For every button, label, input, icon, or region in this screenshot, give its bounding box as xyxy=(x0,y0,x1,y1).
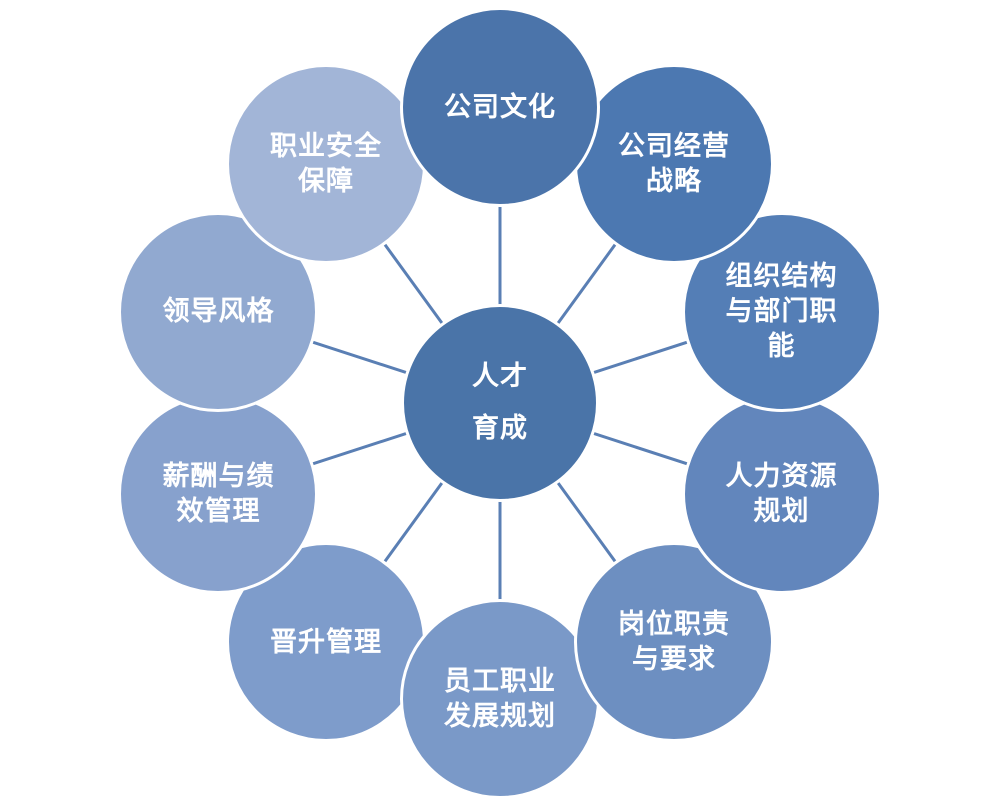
petal-label-company-culture: 公司文化 xyxy=(444,91,556,123)
petal-label-job-duties: 岗位职责 与要求 xyxy=(617,609,730,676)
center-label: 人才 育成 xyxy=(472,361,528,444)
petal-compensation: 薪酬与绩 效管理 xyxy=(118,394,319,595)
petal-label-leadership-style: 领导风格 xyxy=(162,296,275,328)
petal-label-org-structure: 组织结构 与部门职 能 xyxy=(725,261,838,363)
petal-label-occupational-safety: 职业安全 保障 xyxy=(270,130,382,197)
petal-business-strategy: 公司经营 战略 xyxy=(573,63,774,264)
petal-label-hr-planning: 人力资源 规划 xyxy=(725,461,838,528)
petal-label-business-strategy: 公司经营 战略 xyxy=(617,130,730,197)
center-node: 人才 育成 xyxy=(401,304,599,502)
petal-label-career-development: 员工职业 发展规划 xyxy=(444,666,556,732)
petal-org-structure: 组织结构 与部门职 能 xyxy=(681,211,882,412)
petal-career-development: 员工职业 发展规划 xyxy=(400,599,600,799)
petal-label-compensation: 薪酬与绩 效管理 xyxy=(162,461,275,528)
petal-company-culture: 公司文化 xyxy=(400,7,600,207)
petal-occupational-safety: 职业安全 保障 xyxy=(226,63,426,264)
petal-label-promotion-management: 晋升管理 xyxy=(270,626,382,658)
petal-hr-planning: 人力资源 规划 xyxy=(681,394,882,595)
